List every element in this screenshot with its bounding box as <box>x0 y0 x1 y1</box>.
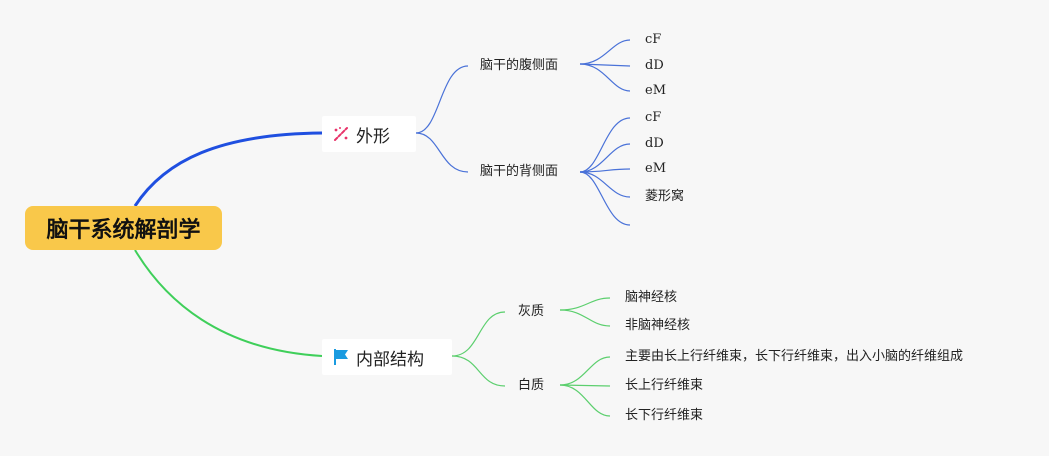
leaf-ventral-dd[interactable]: dD <box>645 58 664 73</box>
sparkle-wand-icon <box>332 125 350 143</box>
subnode-gray-matter[interactable]: 灰质 <box>518 304 545 319</box>
subnode-white-matter[interactable]: 白质 <box>518 378 545 393</box>
subnode-ventral-surface[interactable]: 脑干的腹侧面 <box>480 58 559 73</box>
branch-node-outer-form[interactable]: 外形 <box>322 116 416 152</box>
leaf-dorsal-em[interactable]: eM <box>645 161 667 176</box>
connectors-internal-structure <box>451 297 611 417</box>
connectors-outer-form <box>415 39 631 226</box>
leaf-dorsal-dd[interactable]: dD <box>645 136 664 151</box>
branch-label-internal-structure: 内部结构 <box>356 349 424 370</box>
leaf-long-descending-tracts[interactable]: 长下行纤维束 <box>625 408 704 423</box>
subnode-dorsal-surface[interactable]: 脑干的背侧面 <box>480 164 559 179</box>
leaf-cranial-nerve-nuclei[interactable]: 脑神经核 <box>625 290 678 305</box>
leaf-white-matter-composition[interactable]: 主要由长上行纤维束，长下行纤维束，出入小脑的纤维组成 <box>625 349 964 364</box>
root-node[interactable]: 脑干系统解剖学 <box>25 206 222 250</box>
leaf-dorsal-cf[interactable]: cF <box>645 110 662 125</box>
branch-node-internal-structure[interactable]: 内部结构 <box>322 339 452 375</box>
leaf-dorsal-rhomboid-fossa[interactable]: 菱形窝 <box>645 189 685 204</box>
connector-root-inner <box>134 249 323 357</box>
leaf-long-ascending-tracts[interactable]: 长上行纤维束 <box>625 378 704 393</box>
flag-icon <box>332 348 350 366</box>
leaf-ventral-cf[interactable]: cF <box>645 32 662 47</box>
leaf-ventral-em[interactable]: eM <box>645 83 667 98</box>
connector-root-outer <box>133 131 323 207</box>
branch-label-outer-form: 外形 <box>356 126 390 147</box>
leaf-non-cranial-nerve-nuclei[interactable]: 非脑神经核 <box>625 318 691 333</box>
root-label: 脑干系统解剖学 <box>46 218 201 243</box>
